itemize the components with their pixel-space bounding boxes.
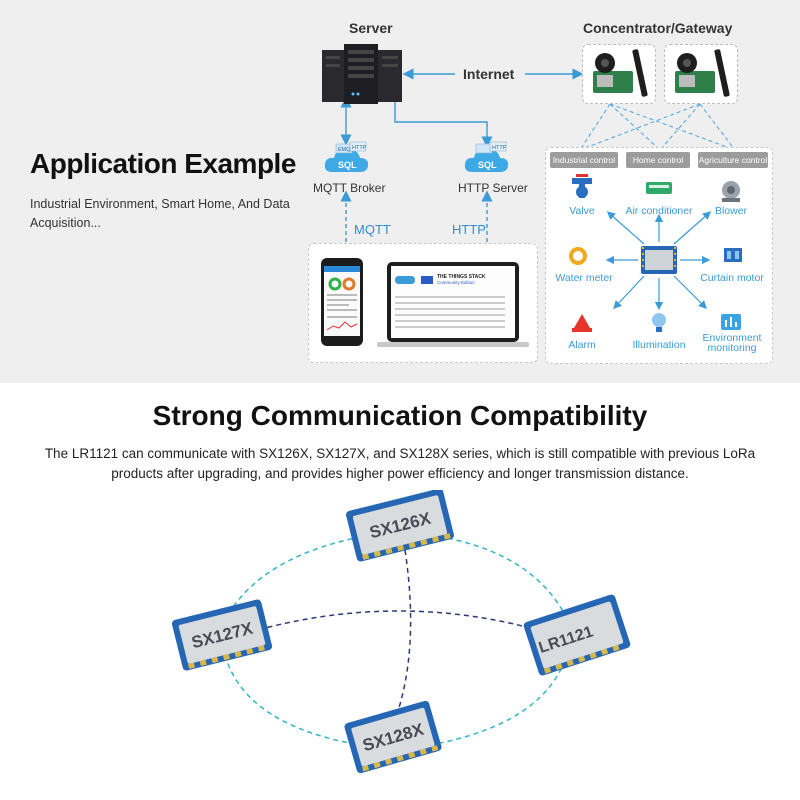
- device-label: Valve: [569, 205, 595, 217]
- internet-label: Internet: [463, 66, 515, 82]
- compatibility-description: The LR1121 can communicate with SX126X, …: [44, 446, 756, 481]
- compatibility-diagram: SX126X SX127X LR1121 SX128X: [171, 490, 631, 774]
- link-sx127x-lr1121: [249, 610, 546, 633]
- tts-subtitle: Community Edition: [437, 280, 475, 285]
- http-server-label: HTTP Server: [458, 181, 528, 195]
- tts-title: THE THINGS STACK: [437, 274, 486, 280]
- environment-monitoring-icon: [721, 314, 741, 330]
- agriculture-control-tag: Agriculture control: [698, 152, 768, 168]
- mqtt-cloud-icon: EMQ HTTP SQL: [324, 141, 369, 172]
- gateway-board-icon: [675, 49, 730, 97]
- server-label: Server: [349, 20, 393, 36]
- smartphone-icon: [321, 258, 363, 346]
- illumination-icon: [652, 313, 666, 332]
- link-sx126x-sx128x: [394, 549, 412, 721]
- mqtt-broker-label: MQTT Broker: [313, 181, 386, 195]
- application-description: Industrial Environment, Smart Home, And …: [30, 197, 290, 230]
- chip-lr1121: LR1121: [523, 594, 631, 676]
- mqtt-protocol-label: MQTT: [354, 222, 391, 237]
- device-label: Environment monitoring: [702, 332, 762, 354]
- water-meter-icon: [569, 247, 587, 265]
- blower-icon: [722, 181, 740, 202]
- industrial-control-tag: Industrial control: [550, 152, 618, 168]
- valve-icon: [572, 174, 592, 198]
- device-label: Blower: [714, 205, 748, 217]
- lr1121-module-icon: [641, 246, 677, 274]
- http-badge: HTTP: [492, 145, 507, 151]
- http-protocol-label: HTTP: [452, 222, 486, 237]
- application-title: Application Example: [30, 148, 296, 179]
- device-label: Water meter: [555, 272, 613, 284]
- gateway-board-icon: [593, 49, 648, 97]
- compatibility-title: Strong Communication Compatibility: [152, 400, 648, 431]
- sql-text: SQL: [338, 160, 357, 170]
- server-rack-icon: [322, 44, 402, 104]
- control-devices-card: Industrial control Home control Agricult…: [545, 147, 773, 364]
- air-conditioner-icon: [646, 182, 672, 194]
- gateway-device-1: [582, 44, 656, 104]
- device-hub-arrows: [569, 174, 742, 332]
- http-badge: HTTP: [352, 145, 367, 151]
- chip-sx127x: SX127X: [171, 599, 273, 671]
- client-devices-card: THE THINGS STACK Community Edition: [308, 243, 538, 363]
- chip-sx128x: SX128X: [344, 700, 442, 774]
- emq-badge: EMQ: [338, 147, 351, 153]
- gateway-mesh: [579, 103, 736, 151]
- device-label: Air conditioner: [625, 205, 693, 217]
- link-lr1121-sx128x: [429, 659, 566, 746]
- chip-sx126x: SX126X: [346, 490, 454, 562]
- alarm-icon: [572, 314, 592, 332]
- curtain-motor-icon: [724, 248, 742, 262]
- gateway-device-2: [664, 44, 738, 104]
- home-control-tag: Home control: [626, 152, 690, 168]
- http-cloud-icon: HTTP SQL: [464, 141, 509, 172]
- device-label: Illumination: [632, 339, 686, 351]
- server-http-link: [394, 102, 493, 148]
- device-label: Curtain motor: [700, 272, 764, 284]
- link-sx126x-lr1121: [429, 534, 566, 616]
- sql-text: SQL: [478, 160, 497, 170]
- laptop-icon: THE THINGS STACK Community Edition: [377, 262, 529, 347]
- gateway-label: Concentrator/Gateway: [583, 20, 733, 36]
- link-sx127x-sx128x: [224, 654, 361, 746]
- device-label: Alarm: [568, 339, 596, 351]
